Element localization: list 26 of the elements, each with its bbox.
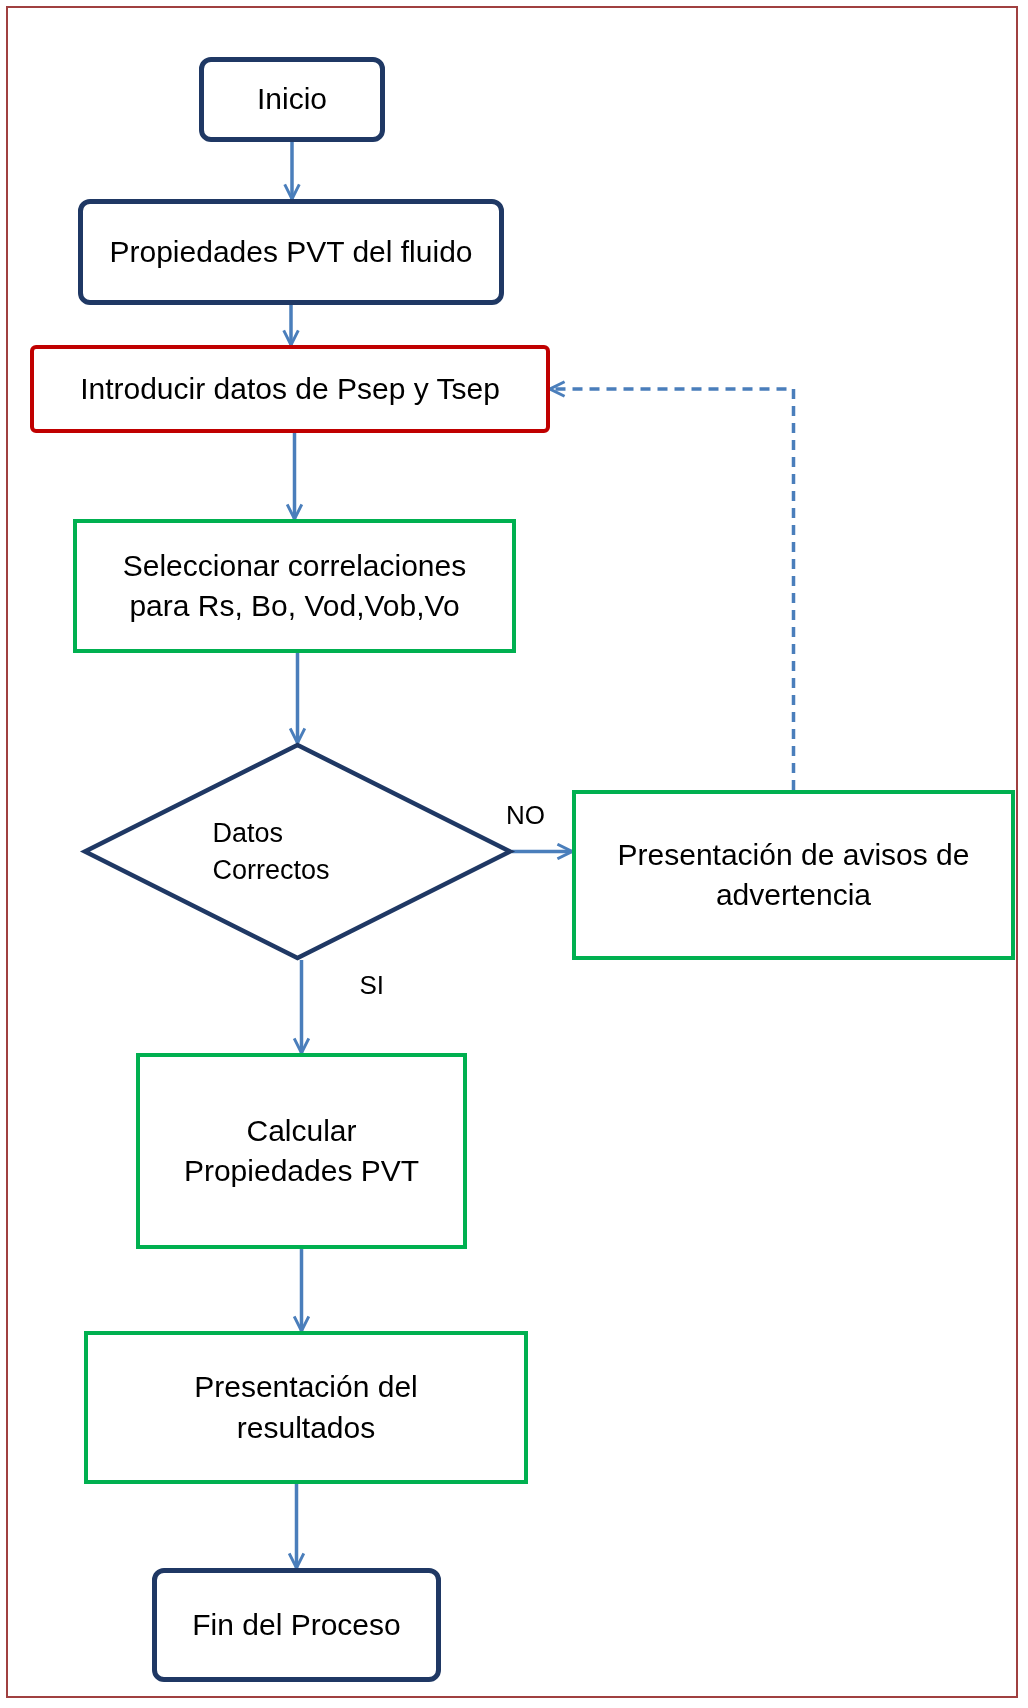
node-text: Presentación de avisos de advertencia [616,836,971,913]
node-text: Seleccionar correlaciones para Rs, Bo, Vod,Vob,Vo [121,547,468,624]
node-text: Inicio [256,81,327,118]
arrow [282,305,300,347]
terminal-box [199,57,385,142]
process-box [73,519,516,653]
input-box [30,345,550,433]
arrow [287,1484,306,1570]
arrow [283,142,301,201]
node-text: Propiedades PVT del fluido [109,233,473,270]
node-text: Datos Correctos [212,817,331,887]
arrow [512,842,574,861]
arrow [292,960,311,1055]
terminal-box [78,199,504,305]
terminal-box [152,1568,441,1682]
arrow [285,433,304,521]
process-box [572,790,1015,960]
process-box [84,1331,528,1484]
process-box [136,1053,467,1249]
dashed-arrow [548,380,796,790]
node-text: Presentación del resultados [193,1369,419,1446]
node-text: Introducir datos de Psep y Tsep [80,370,500,407]
arrow [288,653,307,745]
arrow [292,1249,311,1333]
node-text: Fin del Proceso [192,1606,401,1643]
node-text: Calcular Propiedades PVT [182,1112,421,1189]
